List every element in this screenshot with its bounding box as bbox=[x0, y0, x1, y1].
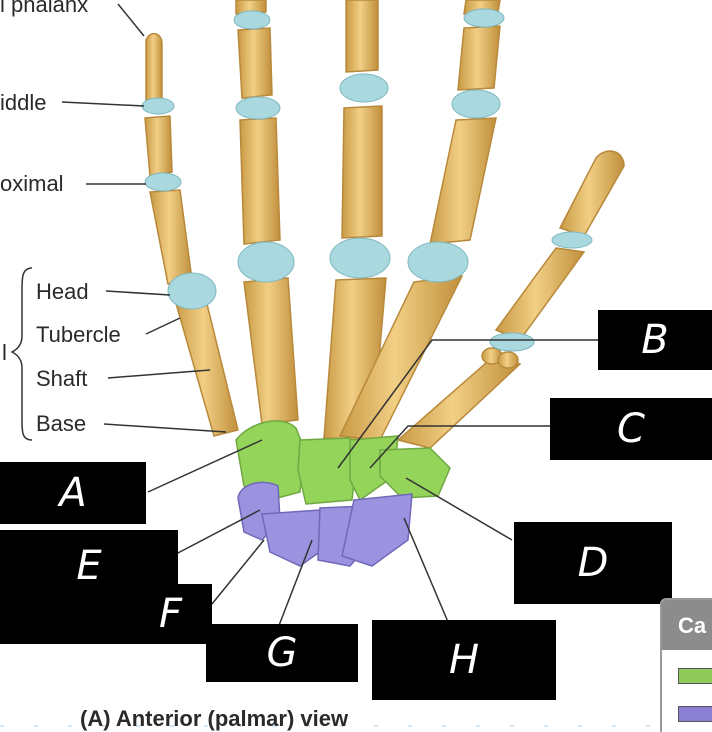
answer-letter-e: E bbox=[76, 543, 101, 589]
figure-caption: (A) Anterior (palmar) view bbox=[80, 706, 348, 732]
label-proximal-phalanx: oximal bbox=[0, 173, 64, 195]
answer-box-d: D bbox=[514, 522, 672, 604]
label-distal-phalanx: l phalanx bbox=[0, 0, 88, 16]
answer-box-c: C bbox=[550, 398, 712, 460]
answer-box-f: F bbox=[0, 584, 212, 644]
ring-finger bbox=[236, 0, 298, 424]
little-finger bbox=[145, 34, 238, 436]
answer-letter-g: G bbox=[267, 630, 298, 676]
label-tubercle: Tubercle bbox=[36, 324, 121, 346]
answer-box-h: H bbox=[372, 620, 556, 700]
legend-title: Ca bbox=[662, 600, 712, 650]
label-middle-phalanx: iddle bbox=[0, 92, 46, 114]
label-metacarpal-fragment: l bbox=[2, 342, 7, 364]
answer-letter-a: A bbox=[59, 470, 86, 516]
answer-letter-f: F bbox=[159, 591, 182, 637]
answer-letter-c: C bbox=[617, 406, 645, 452]
answer-letter-b: B bbox=[641, 317, 668, 363]
label-head: Head bbox=[36, 281, 89, 303]
answer-box-g: G bbox=[206, 624, 358, 682]
answer-letter-d: D bbox=[578, 540, 609, 586]
answer-letter-h: H bbox=[449, 637, 479, 683]
metacarpal-bracket bbox=[12, 268, 32, 440]
answer-box-a: A bbox=[0, 462, 146, 524]
label-shaft: Shaft bbox=[36, 368, 87, 390]
answer-box-b: B bbox=[598, 310, 712, 370]
legend-box: Ca bbox=[660, 598, 712, 732]
label-base: Base bbox=[36, 413, 86, 435]
legend-swatch-purple bbox=[678, 706, 712, 722]
legend-swatch-green bbox=[678, 668, 712, 684]
